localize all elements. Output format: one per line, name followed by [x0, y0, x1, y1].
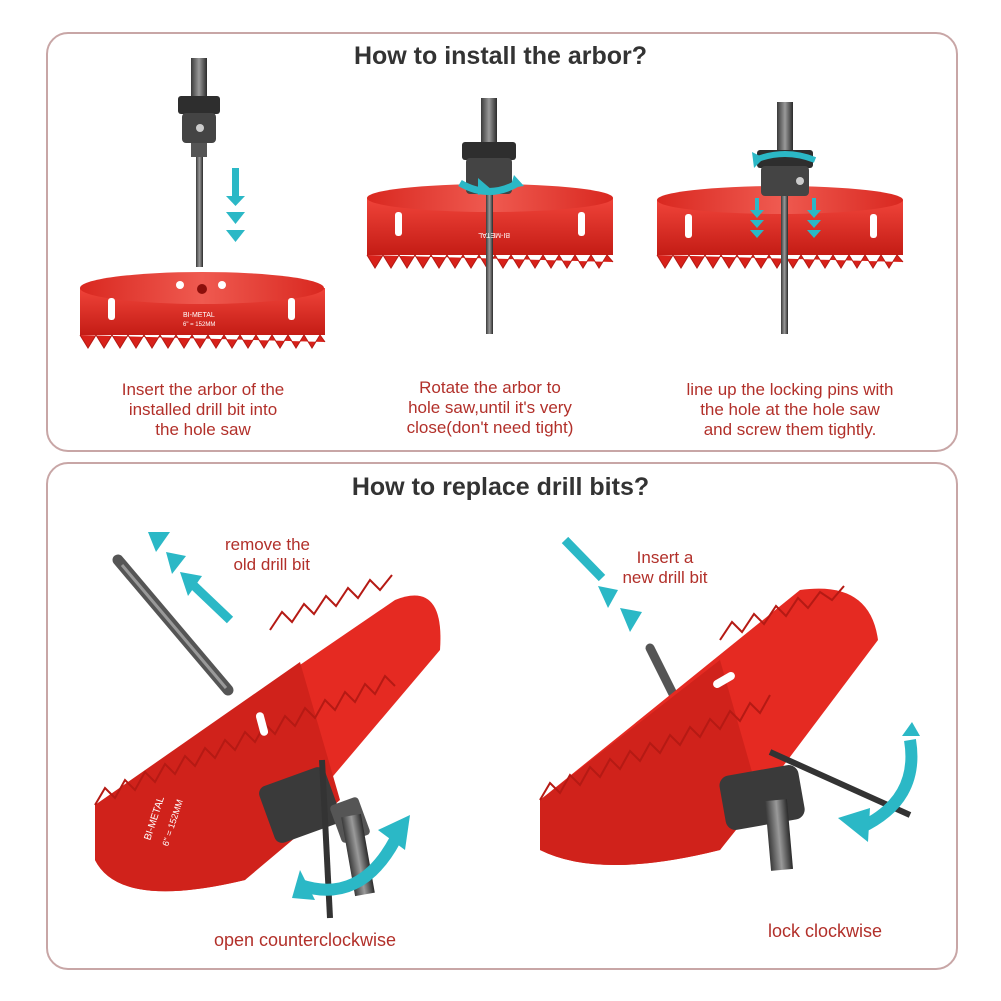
svg-text:BI-METAL: BI-METAL: [478, 231, 510, 238]
arbor-nut: [178, 96, 220, 114]
insert-illustration: [539, 536, 920, 871]
step2-illustration: BI-METAL: [366, 98, 614, 334]
drill-bit: [196, 157, 203, 267]
arbor-shank: [191, 58, 207, 100]
hole-saw-body: [657, 200, 903, 255]
replace-title: How to replace drill bits?: [351, 473, 650, 501]
new-drill-bit: [645, 643, 681, 705]
svg-text:BI-METAL: BI-METAL: [183, 312, 215, 319]
install-title: How to install the arbor?: [353, 42, 648, 70]
remove-label: remove the old drill bit: [224, 535, 310, 574]
curved-arrow-icon: [292, 815, 410, 900]
remove-illustration: BI-METAL 6" = 152MM: [94, 532, 441, 919]
lock-clockwise-label: lock clockwise: [767, 921, 883, 941]
step1-illustration: BI-METAL 6" = 152MM: [79, 58, 326, 349]
curved-arrow-icon: [838, 722, 920, 842]
down-arrow-icon: [750, 198, 821, 238]
open-counterclockwise-label: open counterclockwise: [213, 930, 397, 950]
svg-text:6" = 152MM: 6" = 152MM: [183, 322, 215, 328]
step3-illustration: [656, 102, 904, 334]
install-step2-caption: Rotate the arbor to hole saw,until it's …: [406, 378, 574, 437]
install-step3-caption: line up the locking pins with the hole a…: [686, 380, 894, 439]
install-step1-caption: Insert the arbor of the installed drill …: [121, 380, 285, 439]
rotate-arrow-icon: [752, 151, 817, 168]
down-right-arrow-icon: [561, 536, 642, 632]
insert-label: Insert a new drill bit: [622, 548, 708, 587]
down-arrow-icon: [226, 168, 245, 242]
rotate-arrow-icon: [458, 175, 524, 195]
up-left-arrow-icon: [148, 532, 234, 624]
